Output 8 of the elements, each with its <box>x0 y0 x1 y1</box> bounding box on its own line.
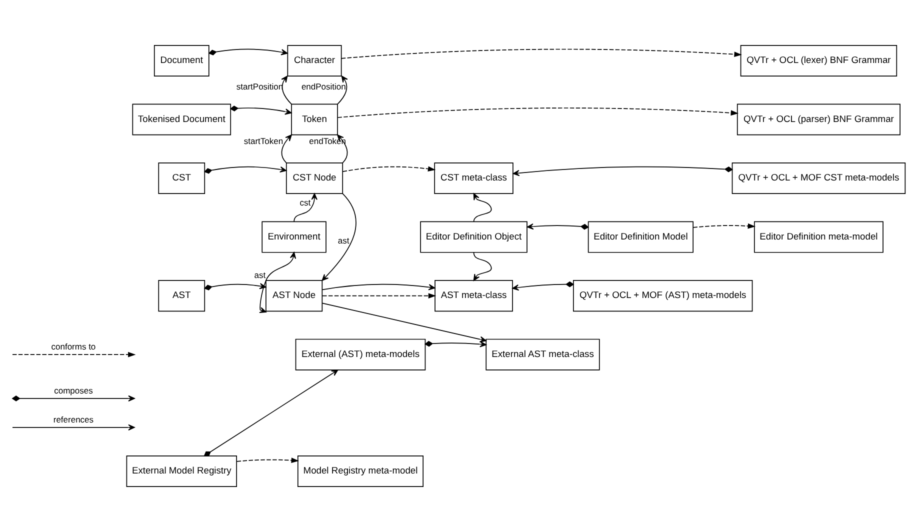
edge-label: ast <box>338 234 350 245</box>
legend-label: composes <box>54 384 93 395</box>
edge-label: startToken <box>244 135 284 146</box>
edge-label: ast <box>254 269 266 280</box>
legend-label: references <box>53 414 94 424</box>
edge-label: cst <box>300 196 311 207</box>
legend-label: conforms to <box>51 340 96 351</box>
edge-label: endPosition <box>301 80 346 91</box>
